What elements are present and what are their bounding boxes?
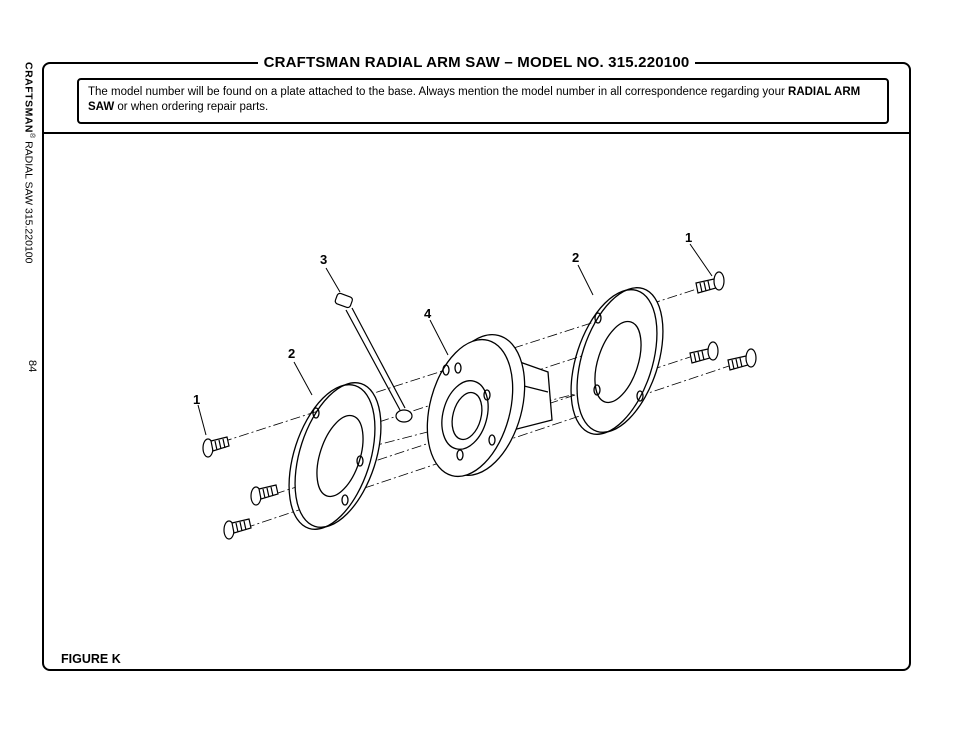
callout-left-screw: 1 xyxy=(193,392,200,407)
flange-right xyxy=(570,287,664,435)
hub xyxy=(426,333,553,478)
screw-right-1 xyxy=(695,271,725,294)
title-bar: CRAFTSMAN RADIAL ARM SAW – MODEL NO. 315… xyxy=(42,54,911,72)
model-number-note: The model number will be found on a plat… xyxy=(77,78,889,124)
callout-pin: 3 xyxy=(320,252,327,267)
flange-left xyxy=(288,382,382,530)
pin xyxy=(334,292,413,423)
callout-hub: 4 xyxy=(424,306,432,321)
leader-lines xyxy=(197,243,713,436)
callout-numbers: 1 2 3 4 2 1 xyxy=(193,230,692,407)
callout-left-flange: 2 xyxy=(288,346,295,361)
screw-left-1 xyxy=(202,436,230,458)
note-text-1: The model number will be found on a plat… xyxy=(88,86,789,98)
callout-right-flange: 2 xyxy=(572,250,579,265)
figure-label: FIGURE K xyxy=(61,652,121,666)
screw-right-3 xyxy=(727,348,757,371)
note-text-2: or when ordering repair parts. xyxy=(114,101,269,113)
screw-right-2 xyxy=(689,341,719,364)
page-title: CRAFTSMAN RADIAL ARM SAW – MODEL NO. 315… xyxy=(257,54,696,72)
callout-right-screw: 1 xyxy=(685,230,692,245)
header-divider xyxy=(42,132,911,134)
screw-left-3 xyxy=(223,518,252,540)
screw-left-2 xyxy=(250,484,279,506)
note-emphasis: RADIAL ARM SAW xyxy=(88,86,861,113)
